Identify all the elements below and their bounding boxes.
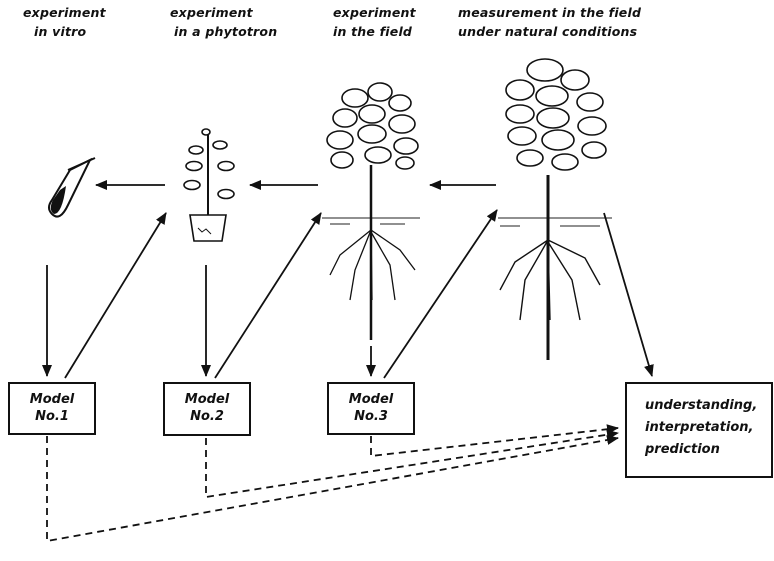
header-phytotron-line2: in a phytotron — [170, 22, 277, 41]
model-3-number: No.3 — [329, 408, 413, 425]
outcome-prediction: prediction — [645, 439, 771, 461]
header-in-vitro-line2: in vitro — [23, 22, 106, 41]
header-phytotron: experiment in a phytotron — [170, 3, 277, 41]
model-2-box: Model No.2 — [163, 382, 251, 436]
model-2-label: Model — [165, 391, 249, 408]
field-tree-icon — [327, 83, 418, 340]
header-natural-line2: under natural conditions — [458, 22, 641, 41]
model-1-box: Model No.1 — [8, 382, 96, 435]
model-derivation-arrows — [47, 265, 371, 376]
model-3-box: Model No.3 — [327, 382, 415, 435]
header-natural-line1: measurement in the field — [458, 3, 641, 22]
outcome-box: understanding, interpretation, predictio… — [625, 382, 773, 478]
model-2-number: No.2 — [165, 408, 249, 425]
header-in-vitro: experiment in vitro — [23, 3, 106, 41]
model-validation-arrows — [65, 210, 652, 378]
header-in-vitro-line1: experiment — [23, 3, 106, 22]
header-field-line1: experiment — [333, 3, 416, 22]
potted-plant-icon — [184, 129, 234, 241]
header-field-line2: in the field — [333, 22, 416, 41]
outcome-interpretation: interpretation, — [645, 417, 771, 439]
model-1-label: Model — [10, 391, 94, 408]
header-phytotron-line1: experiment — [170, 3, 277, 22]
outcome-understanding: understanding, — [645, 395, 771, 417]
header-field: experiment in the field — [333, 3, 416, 41]
model-1-number: No.1 — [10, 408, 94, 425]
soil-lines — [322, 218, 612, 226]
model-to-outcome-arrows — [47, 428, 618, 541]
large-tree-icon — [500, 59, 606, 360]
test-tube-icon — [49, 158, 95, 217]
model-3-label: Model — [329, 391, 413, 408]
header-natural-conditions: measurement in the field under natural c… — [458, 3, 641, 41]
